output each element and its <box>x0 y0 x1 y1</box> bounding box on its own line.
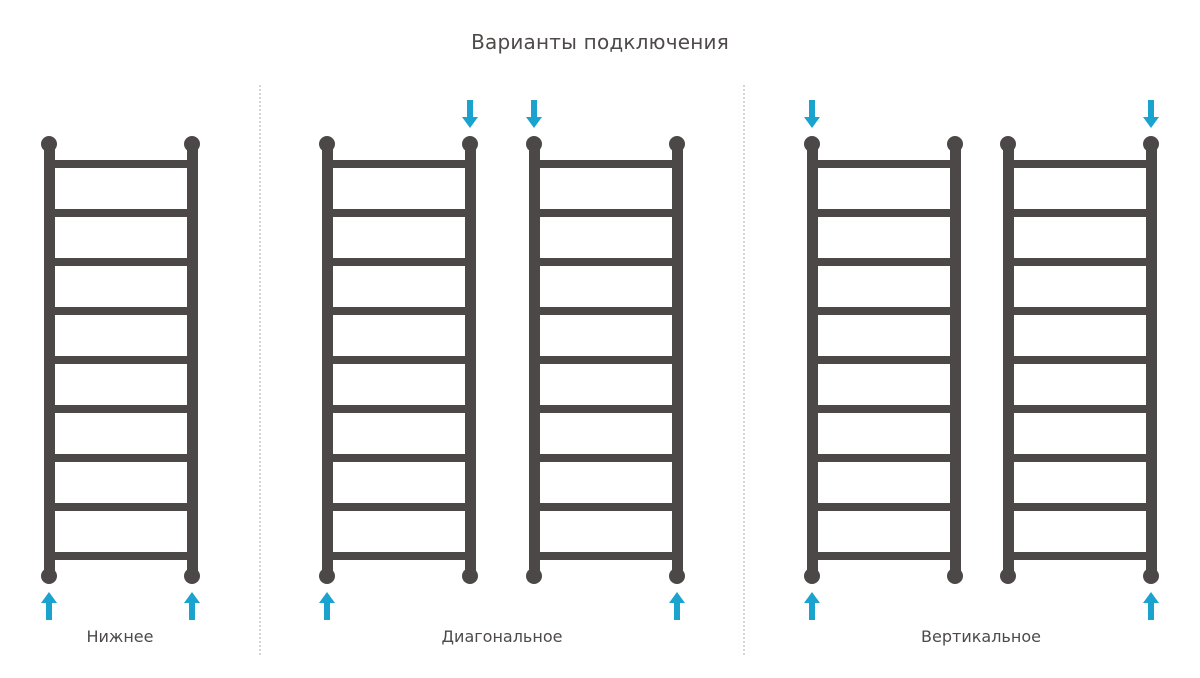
rail-rung <box>332 552 465 560</box>
left-post <box>321 140 333 580</box>
arrow-down-icon <box>462 100 478 128</box>
rail-rung <box>817 307 950 315</box>
top-connector-cap <box>319 136 335 152</box>
rail-rung <box>817 552 950 560</box>
rail-rung <box>54 307 187 315</box>
caption-diagonal-connection: Диагональное <box>441 627 563 646</box>
rail-rung <box>817 356 950 364</box>
section-divider <box>259 85 261 655</box>
rail-rung <box>539 405 672 413</box>
page-title: Варианты подключения <box>471 30 729 54</box>
arrow-down-icon <box>1143 100 1159 128</box>
top-connector-cap <box>526 136 542 152</box>
rail-rung <box>1013 209 1146 217</box>
rail-rung <box>54 258 187 266</box>
rail-rung <box>332 405 465 413</box>
left-post <box>43 140 55 580</box>
rail-rung <box>54 209 187 217</box>
rail-rung <box>332 356 465 364</box>
rail-rung <box>1013 356 1146 364</box>
rail-rung <box>817 258 950 266</box>
rail-rung <box>332 503 465 511</box>
rail-rung <box>539 160 672 168</box>
rail-rung <box>817 160 950 168</box>
rail-rung <box>54 552 187 560</box>
rail-rung <box>1013 405 1146 413</box>
right-post <box>671 140 683 580</box>
caption-vertical-connection: Вертикальное <box>921 627 1041 646</box>
bottom-connector-cap <box>319 568 335 584</box>
right-post <box>464 140 476 580</box>
rail-rung <box>54 356 187 364</box>
top-connector-cap <box>947 136 963 152</box>
rail-rung <box>332 209 465 217</box>
rail-rung <box>817 405 950 413</box>
rail-rung <box>54 160 187 168</box>
top-connector-cap <box>1143 136 1159 152</box>
top-connector-cap <box>184 136 200 152</box>
rail-rung <box>539 307 672 315</box>
rail-rung <box>539 356 672 364</box>
rail-rung <box>539 503 672 511</box>
arrow-down-icon <box>804 100 820 128</box>
arrow-up-icon <box>1143 592 1159 620</box>
arrow-up-icon <box>41 592 57 620</box>
bottom-connector-cap <box>526 568 542 584</box>
left-post <box>806 140 818 580</box>
bottom-connector-cap <box>669 568 685 584</box>
rail-rung <box>332 258 465 266</box>
right-post <box>186 140 198 580</box>
bottom-connector-cap <box>184 568 200 584</box>
rail-rung <box>1013 552 1146 560</box>
arrow-up-icon <box>669 592 685 620</box>
rail-rung <box>539 454 672 462</box>
rail-rung <box>817 454 950 462</box>
rail-rung <box>1013 503 1146 511</box>
bottom-connector-cap <box>1000 568 1016 584</box>
arrow-up-icon <box>184 592 200 620</box>
rail-rung <box>539 209 672 217</box>
top-connector-cap <box>669 136 685 152</box>
top-connector-cap <box>804 136 820 152</box>
bottom-connector-cap <box>1143 568 1159 584</box>
caption-bottom-connection: Нижнее <box>86 627 154 646</box>
top-connector-cap <box>462 136 478 152</box>
rail-rung <box>332 454 465 462</box>
top-connector-cap <box>41 136 57 152</box>
right-post <box>1145 140 1157 580</box>
bottom-connector-cap <box>41 568 57 584</box>
right-post <box>949 140 961 580</box>
rail-rung <box>539 552 672 560</box>
arrow-up-icon <box>319 592 335 620</box>
rail-rung <box>332 160 465 168</box>
bottom-connector-cap <box>804 568 820 584</box>
arrow-down-icon <box>526 100 542 128</box>
rail-rung <box>54 503 187 511</box>
rail-rung <box>332 307 465 315</box>
rail-rung <box>539 258 672 266</box>
rail-rung <box>54 405 187 413</box>
left-post <box>1002 140 1014 580</box>
rail-rung <box>817 503 950 511</box>
rail-rung <box>1013 307 1146 315</box>
rail-rung <box>1013 160 1146 168</box>
arrow-up-icon <box>804 592 820 620</box>
rail-rung <box>817 209 950 217</box>
left-post <box>528 140 540 580</box>
bottom-connector-cap <box>462 568 478 584</box>
top-connector-cap <box>1000 136 1016 152</box>
rail-rung <box>54 454 187 462</box>
rail-rung <box>1013 258 1146 266</box>
section-divider <box>743 85 745 655</box>
bottom-connector-cap <box>947 568 963 584</box>
rail-rung <box>1013 454 1146 462</box>
